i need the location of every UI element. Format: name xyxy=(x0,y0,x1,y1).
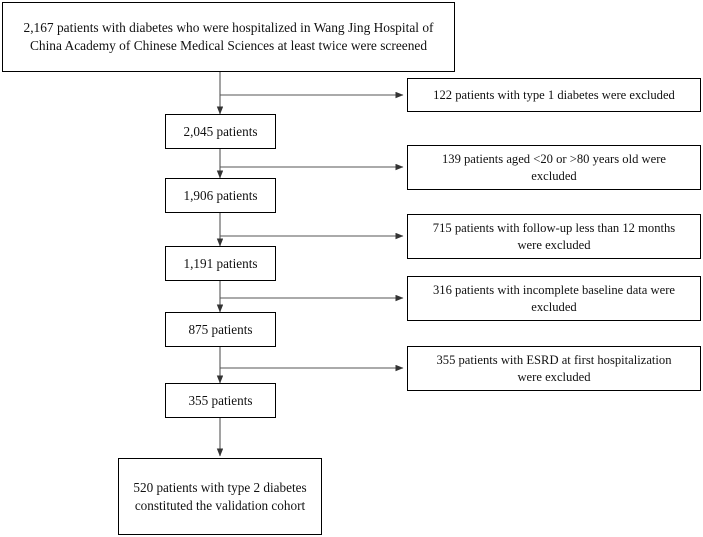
stage-box-2: 1,906 patients xyxy=(165,178,276,213)
stage-box-1-label: 2,045 patients xyxy=(183,123,258,139)
stage-box-4-label: 875 patients xyxy=(188,321,253,337)
final-cohort-box: 520 patients with type 2 diabetes consti… xyxy=(118,458,322,535)
header-box-label: 2,167 patients with diabetes who were ho… xyxy=(23,20,434,53)
stage-box-1: 2,045 patients xyxy=(165,114,276,149)
exclusion-box-5-label: 355 patients with ESRD at first hospital… xyxy=(436,352,672,384)
exclusion-box-4-label: 316 patients with incomplete baseline da… xyxy=(433,282,675,314)
stage-box-3: 1,191 patients xyxy=(165,246,276,281)
exclusion-box-2: 139 patients aged <20 or >80 years old w… xyxy=(407,145,701,190)
exclusion-box-4: 316 patients with incomplete baseline da… xyxy=(407,276,701,321)
stage-box-4: 875 patients xyxy=(165,312,276,347)
exclusion-box-3-label: 715 patients with follow-up less than 12… xyxy=(432,220,676,252)
stage-box-5-label: 355 patients xyxy=(188,392,253,408)
exclusion-box-1: 122 patients with type 1 diabetes were e… xyxy=(407,78,701,112)
stage-box-5: 355 patients xyxy=(165,383,276,418)
stage-box-2-label: 1,906 patients xyxy=(183,187,258,203)
exclusion-box-1-label: 122 patients with type 1 diabetes were e… xyxy=(433,87,675,102)
exclusion-box-2-label: 139 patients aged <20 or >80 years old w… xyxy=(441,151,667,183)
exclusion-box-5: 355 patients with ESRD at first hospital… xyxy=(407,346,701,391)
header-box: 2,167 patients with diabetes who were ho… xyxy=(2,2,455,72)
stage-box-3-label: 1,191 patients xyxy=(183,255,258,271)
final-cohort-box-label: 520 patients with type 2 diabetes consti… xyxy=(133,479,307,513)
exclusion-box-3: 715 patients with follow-up less than 12… xyxy=(407,214,701,259)
